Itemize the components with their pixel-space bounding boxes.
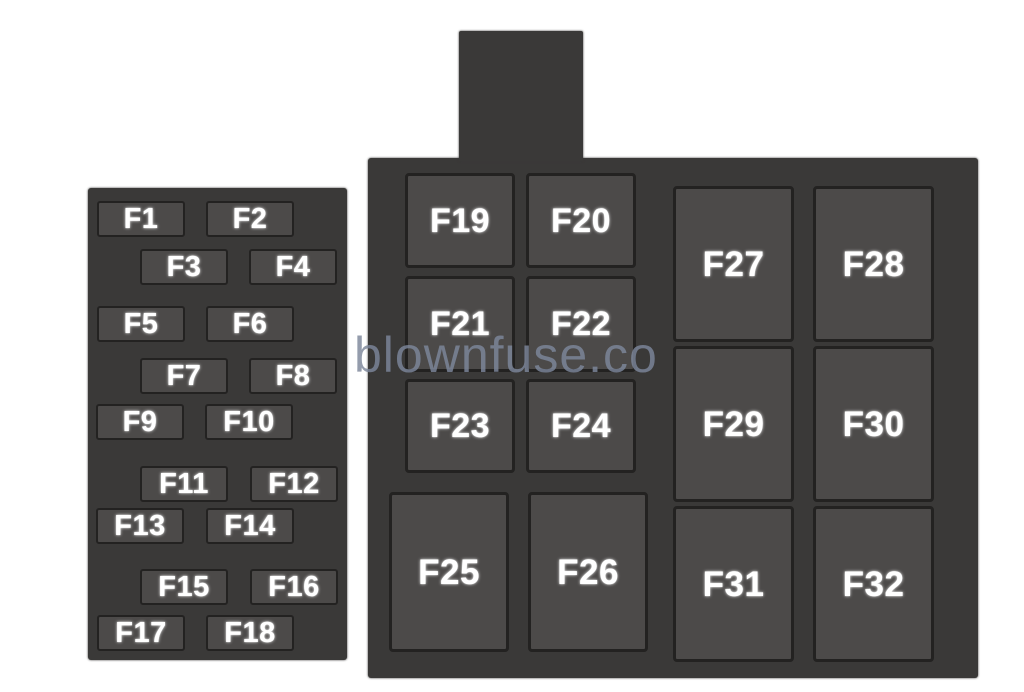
fuse-label: F32 — [842, 564, 905, 604]
fuse-label: F27 — [702, 244, 765, 284]
fuse-f20: F20 — [526, 173, 636, 268]
fuse-f4: F4 — [249, 249, 337, 285]
fuse-f14: F14 — [206, 508, 294, 544]
fuse-f19: F19 — [405, 173, 515, 268]
fuse-label: F6 — [232, 307, 268, 340]
fuse-label: F29 — [702, 404, 765, 444]
fuse-f6: F6 — [206, 306, 294, 342]
fuse-f25: F25 — [389, 492, 509, 652]
fuse-f12: F12 — [250, 466, 338, 502]
fuse-label: F10 — [223, 405, 275, 438]
fuse-f22: F22 — [526, 276, 636, 372]
fuse-f15: F15 — [140, 569, 228, 605]
fuse-f21: F21 — [405, 276, 515, 372]
fuse-label: F4 — [275, 250, 311, 283]
fuse-label: F2 — [232, 202, 268, 235]
fuse-f17: F17 — [97, 615, 185, 651]
fuse-label: F1 — [123, 202, 159, 235]
fuse-label: F18 — [224, 616, 276, 649]
fuse-label: F20 — [550, 201, 612, 240]
fuse-f26: F26 — [528, 492, 648, 652]
fuse-f5: F5 — [97, 306, 185, 342]
fuse-f30: F30 — [813, 346, 934, 502]
fuse-label: F16 — [268, 570, 320, 603]
fuse-f7: F7 — [140, 358, 228, 394]
fuse-f9: F9 — [96, 404, 184, 440]
fuse-label: F23 — [429, 407, 491, 445]
fuse-label: F7 — [166, 359, 202, 392]
fuse-f3: F3 — [140, 249, 228, 285]
fuse-label: F31 — [702, 564, 765, 604]
fuse-label: F3 — [166, 250, 202, 283]
fuse-label: F25 — [418, 552, 480, 592]
fuse-label: F26 — [557, 552, 619, 592]
fuse-f32: F32 — [813, 506, 934, 662]
fuse-label: F9 — [122, 405, 158, 438]
fuse-label: F8 — [275, 359, 311, 392]
fuse-label: F12 — [268, 467, 320, 500]
fuse-label: F15 — [158, 570, 210, 603]
fuse-label: F22 — [550, 305, 612, 343]
fuse-f8: F8 — [249, 358, 337, 394]
fuse-label: F5 — [123, 307, 159, 340]
fuse-f24: F24 — [526, 379, 636, 473]
fuse-f16: F16 — [250, 569, 338, 605]
fuse-label: F19 — [429, 201, 491, 240]
fuse-label: F13 — [114, 509, 166, 542]
fuse-label: F28 — [842, 244, 905, 284]
fuse-label: F24 — [550, 407, 612, 445]
fuse-f28: F28 — [813, 186, 934, 342]
right-panel-top-tab — [459, 31, 583, 161]
fuse-label: F17 — [115, 616, 167, 649]
fuse-f31: F31 — [673, 506, 794, 662]
fuse-label: F30 — [842, 404, 905, 444]
fuse-f13: F13 — [96, 508, 184, 544]
fuse-f10: F10 — [205, 404, 293, 440]
fuse-f27: F27 — [673, 186, 794, 342]
fuse-f1: F1 — [97, 201, 185, 237]
fuse-f2: F2 — [206, 201, 294, 237]
fuse-label: F21 — [429, 305, 491, 343]
fuse-f11: F11 — [140, 466, 228, 502]
fuse-f18: F18 — [206, 615, 294, 651]
fuse-label: F11 — [159, 467, 209, 500]
fuse-label: F14 — [224, 509, 276, 542]
fuse-f29: F29 — [673, 346, 794, 502]
fuse-f23: F23 — [405, 379, 515, 473]
